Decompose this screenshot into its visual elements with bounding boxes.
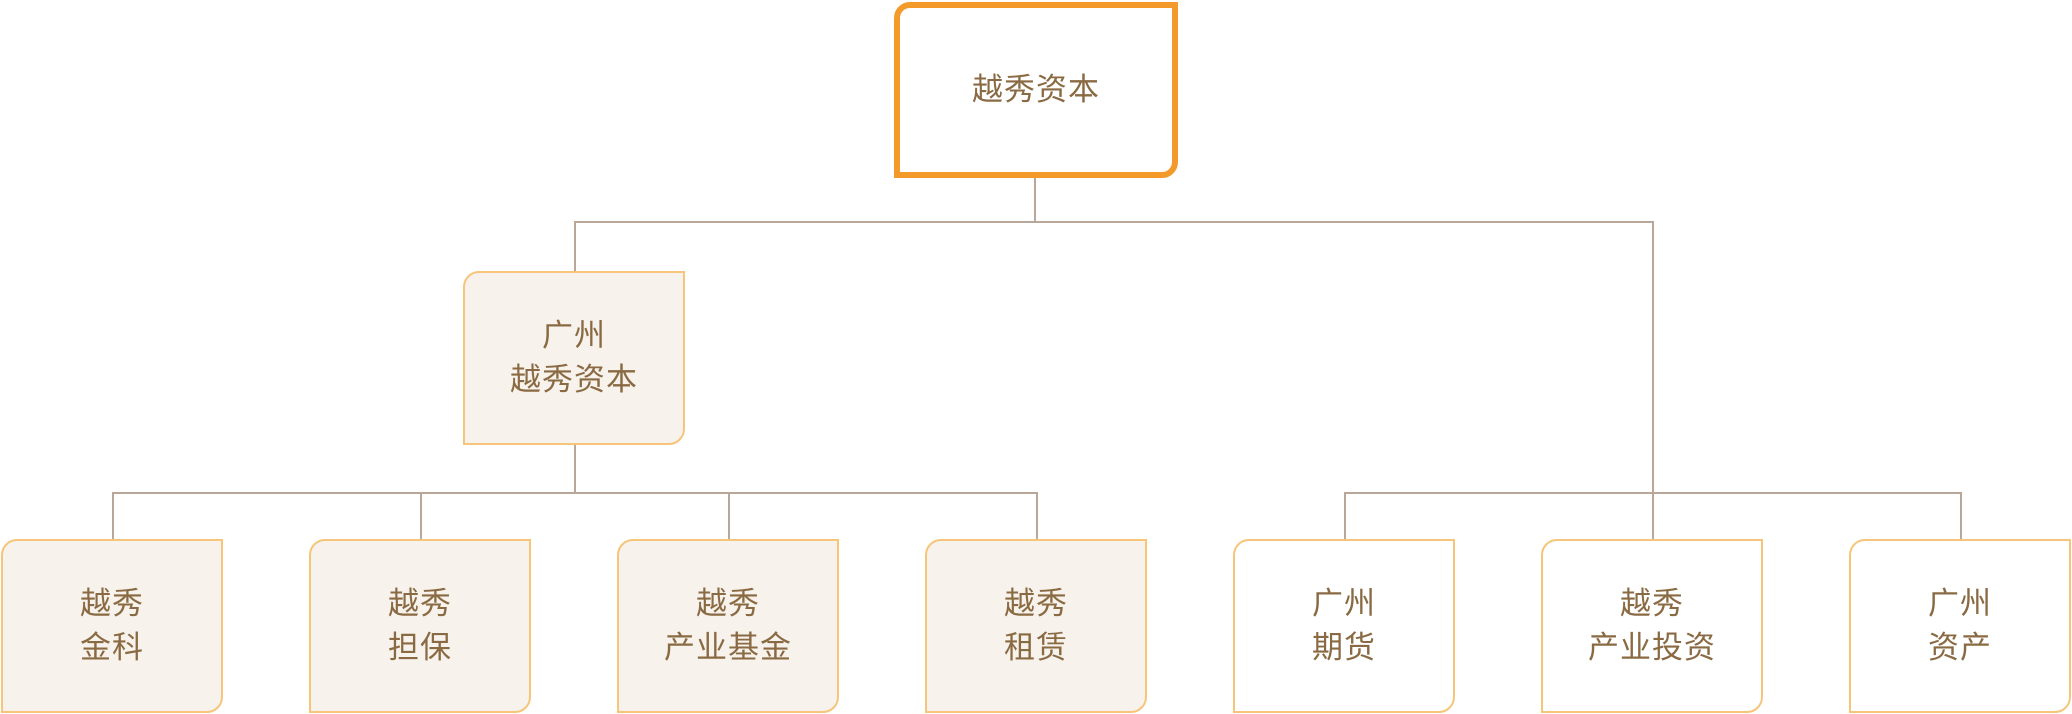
connector-right-branch [1652, 221, 1654, 540]
node-danbao-line-1: 越秀 [388, 586, 452, 622]
node-zulin-line-2: 租赁 [1004, 630, 1068, 666]
node-zichan-line-1: 广州 [1928, 586, 1992, 622]
node-jinke[interactable]: 越秀 金科 [1, 539, 223, 713]
node-fund-line-2: 产业基金 [664, 630, 792, 666]
connector-level1-bus [574, 221, 1654, 223]
node-zulin[interactable]: 越秀 租赁 [925, 539, 1147, 713]
node-root-line-1: 越秀资本 [972, 72, 1100, 108]
connector-to-zichan [1960, 492, 1962, 540]
node-touzi-line-1: 越秀 [1620, 586, 1684, 622]
node-jinke-line-2: 金科 [80, 630, 144, 666]
node-fund[interactable]: 越秀 产业基金 [617, 539, 839, 713]
node-danbao[interactable]: 越秀 担保 [309, 539, 531, 713]
connector-to-danbao [420, 492, 422, 540]
node-qihuo[interactable]: 广州 期货 [1233, 539, 1455, 713]
connector-root-down [1034, 175, 1036, 222]
connector-to-jinke [112, 492, 114, 540]
node-gz-capital-line-2: 越秀资本 [510, 362, 638, 398]
node-jinke-line-1: 越秀 [80, 586, 144, 622]
node-danbao-line-2: 担保 [388, 630, 452, 666]
connector-right-bus [1344, 492, 1962, 494]
node-touzi-line-2: 产业投资 [1588, 630, 1716, 666]
node-gz-capital-line-1: 广州 [542, 318, 606, 354]
node-gz-capital[interactable]: 广州 越秀资本 [463, 271, 685, 445]
node-qihuo-line-2: 期货 [1312, 630, 1376, 666]
connector-gz-capital-down [574, 444, 576, 494]
node-fund-line-1: 越秀 [696, 586, 760, 622]
node-qihuo-line-1: 广州 [1312, 586, 1376, 622]
connector-to-zulin [1036, 492, 1038, 540]
connector-to-fund [728, 492, 730, 540]
connector-to-qihuo [1344, 492, 1346, 540]
node-zichan-line-2: 资产 [1928, 630, 1992, 666]
node-touzi[interactable]: 越秀 产业投资 [1541, 539, 1763, 713]
node-root[interactable]: 越秀资本 [894, 2, 1178, 178]
node-zichan[interactable]: 广州 资产 [1849, 539, 2071, 713]
connector-to-gz-capital [574, 221, 576, 272]
connector-left-bus [112, 492, 1038, 494]
node-zulin-line-1: 越秀 [1004, 586, 1068, 622]
